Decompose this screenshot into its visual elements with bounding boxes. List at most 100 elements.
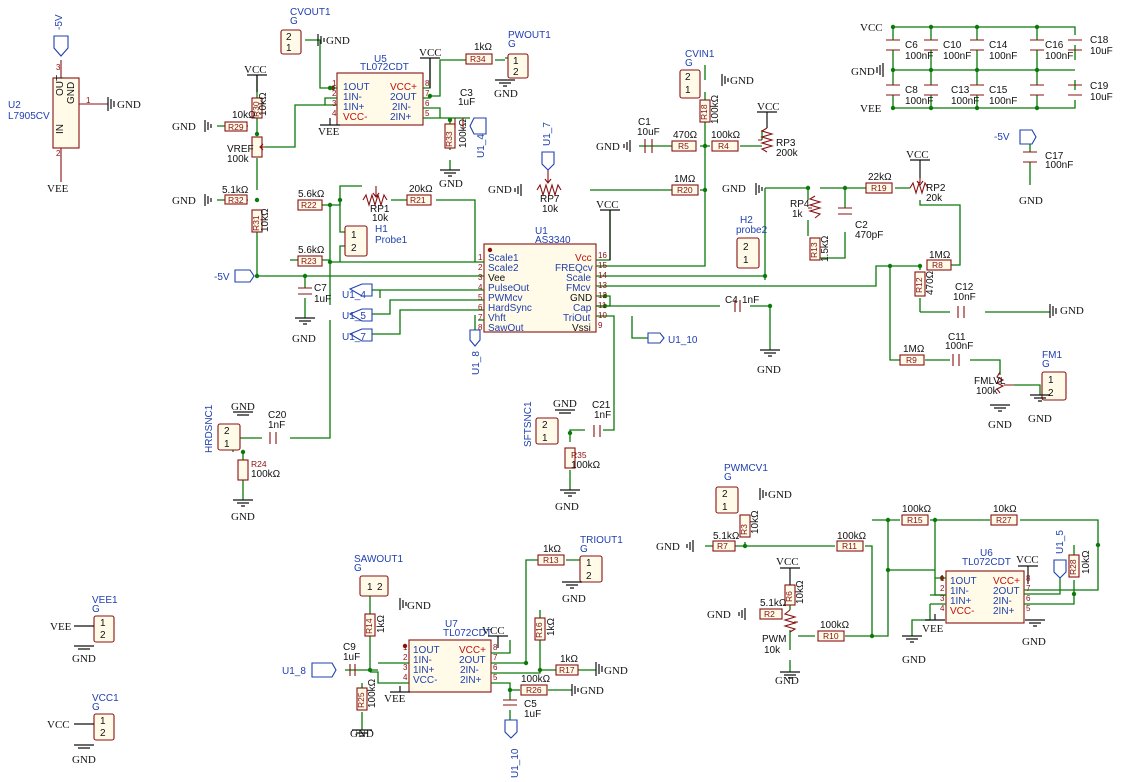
svg-text:RP2: RP2	[926, 183, 946, 194]
svg-text:100nF: 100nF	[943, 51, 971, 62]
svg-text:8: 8	[1026, 574, 1031, 583]
gnd-label-cvin1: GND	[721, 74, 754, 87]
gnd-label-r29: GND	[172, 120, 212, 133]
resistor-r2[interactable]: R25.1kΩ	[759, 598, 787, 620]
svg-text:R8: R8	[932, 260, 943, 270]
opamp-u7[interactable]: U7 TL072CDT 1OUT 1IN- 1IN+ VCC- VCC+ 2OU…	[402, 619, 492, 693]
svg-text:C15: C15	[989, 85, 1008, 96]
svg-text:3: 3	[56, 63, 61, 72]
svg-text:C2: C2	[855, 220, 868, 231]
resistor-r29[interactable]: R29	[224, 121, 248, 132]
svg-text:1: 1	[542, 433, 548, 444]
vco-chip-u1[interactable]: U1 AS3340 Scale1 Scale2 Vee PulseOut PWM…	[483, 226, 597, 334]
svg-text:G: G	[685, 58, 693, 69]
svg-text:4: 4	[940, 604, 945, 613]
svg-text:VCC+: VCC+	[390, 82, 417, 93]
svg-text:C21: C21	[592, 400, 611, 411]
svg-text:GND: GND	[66, 82, 77, 104]
svg-text:6: 6	[425, 99, 430, 108]
svg-text:GND: GND	[656, 541, 680, 553]
gnd-symbol-u2: GND	[107, 97, 141, 111]
svg-text:R12: R12	[914, 277, 924, 293]
port-u1-4: U1_4	[342, 283, 373, 301]
port-u1-8-bottom: U1_8	[282, 662, 337, 678]
svg-text:RP4: RP4	[790, 199, 810, 210]
svg-text:10kΩ: 10kΩ	[260, 208, 271, 232]
svg-text:10kΩ: 10kΩ	[232, 110, 256, 121]
resistor-r7[interactable]: R75.1kΩ	[712, 531, 740, 552]
svg-text:100kΩ: 100kΩ	[571, 460, 601, 471]
svg-text:C13: C13	[951, 85, 970, 96]
svg-text:10kΩ: 10kΩ	[993, 504, 1017, 515]
svg-text:VEE: VEE	[922, 623, 944, 635]
svg-text:100nF: 100nF	[1045, 160, 1073, 171]
svg-text:2: 2	[286, 32, 292, 43]
svg-text:G: G	[92, 604, 100, 615]
opamp-u5[interactable]: U5 TL072CDT 1OUT 1IN- 1IN+ VCC- VCC+ 2OU…	[330, 54, 424, 126]
svg-text:100kΩ: 100kΩ	[710, 94, 721, 124]
svg-text:H2: H2	[740, 215, 753, 226]
opamp-u6[interactable]: U6 TL072CDT 1OUT 1IN- 1IN+ VCC- VCC+ 2OU…	[939, 548, 1025, 624]
svg-text:100nF: 100nF	[1045, 51, 1073, 62]
svg-text:10nF: 10nF	[953, 292, 976, 303]
regulator-u2[interactable]: OUT GND IN U2 L7905CV 3 1 2	[8, 63, 91, 158]
